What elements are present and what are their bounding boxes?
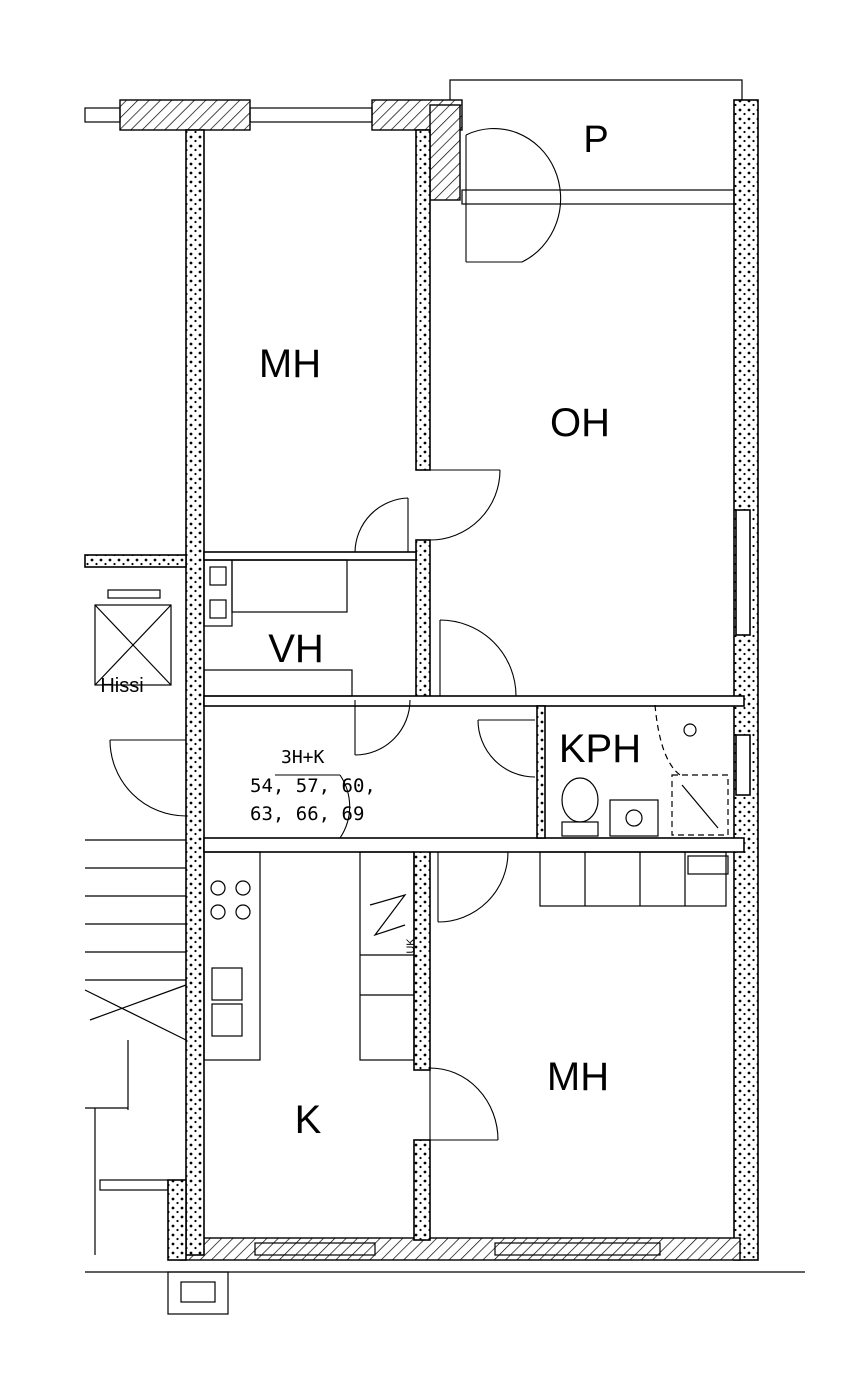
- wardrobe-fixtures: [203, 559, 353, 697]
- elevator: [94, 589, 172, 686]
- doors: [109, 128, 562, 1141]
- apartment-numbers-line1: 54, 57, 60,: [250, 775, 376, 797]
- room-label-elevator: Hissi: [100, 675, 143, 697]
- room-label-uk: UK: [405, 938, 417, 954]
- room-label-living-room: OH: [550, 401, 610, 445]
- apartment-type: 3H+K: [281, 747, 325, 768]
- interior-walls: [84, 129, 745, 1261]
- room-label-bedroom-top: MH: [259, 342, 321, 386]
- balcony: [429, 79, 743, 205]
- room-label-bathroom: KPH: [559, 727, 641, 771]
- room-label-kitchen: K: [295, 1098, 322, 1142]
- room-label-bedroom-bottom: MH: [547, 1055, 609, 1099]
- kitchen-fixtures: [203, 851, 729, 1061]
- bathroom-fixtures: [561, 704, 729, 837]
- apartment-numbers-line2: 63, 66, 69: [250, 803, 364, 825]
- stairwell: [84, 839, 805, 1315]
- room-label-closet: VH: [268, 627, 324, 671]
- room-label-balcony: P: [583, 119, 608, 161]
